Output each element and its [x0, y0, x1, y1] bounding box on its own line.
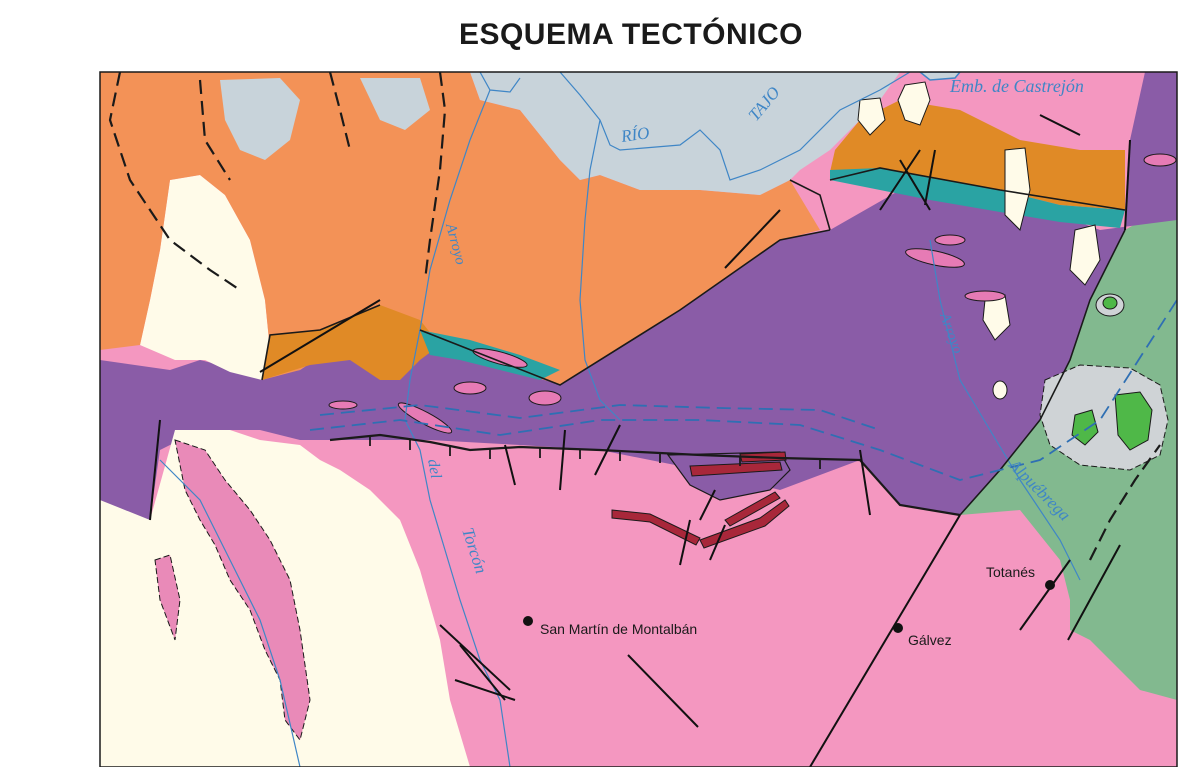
- map-frame: [99, 71, 1178, 767]
- fault: [504, 444, 516, 486]
- fault: [439, 624, 511, 691]
- dashed-fault-blue: [309, 299, 1177, 481]
- fault: [1124, 139, 1131, 231]
- fault: [724, 209, 781, 269]
- fault: [679, 519, 691, 566]
- granite-inlier-2: [154, 554, 181, 641]
- reservoir: [918, 72, 961, 81]
- town-label: San Martín de Montalbán: [540, 621, 697, 637]
- river-alpuebrega-course: [929, 239, 1081, 581]
- dike: [328, 400, 358, 410]
- river-rio-label: RÍO: [619, 123, 651, 146]
- river-arroyo-course: [404, 89, 491, 421]
- town-marker: [893, 623, 903, 633]
- granite-inlier: [174, 439, 311, 742]
- dike: [1143, 153, 1177, 167]
- dike: [453, 381, 487, 395]
- fault: [1067, 544, 1121, 641]
- fault: [594, 424, 621, 476]
- fault: [149, 419, 161, 521]
- dike: [964, 290, 1006, 302]
- alluvium-tajo: [470, 72, 900, 195]
- del-label: del: [424, 458, 444, 481]
- green-core-4: [1102, 296, 1118, 310]
- cream-patch-4: [1069, 224, 1101, 286]
- fault: [924, 149, 936, 206]
- town-marker: [523, 616, 533, 626]
- fault: [709, 524, 726, 561]
- red-dike: [611, 509, 701, 546]
- red-dike: [689, 461, 783, 477]
- fault: [1039, 114, 1081, 136]
- fault: [627, 654, 699, 728]
- dashed-fault-blue-2: [319, 404, 881, 431]
- contact-line: [959, 229, 1126, 516]
- map-title: ESQUEMA TECTÓNICO: [458, 18, 804, 51]
- cream-patch-3: [1004, 147, 1031, 231]
- schist-purple-unit: [100, 72, 1177, 520]
- river-central-course: [579, 119, 621, 421]
- orange-dark-unit: [830, 100, 1125, 210]
- teal-band: [830, 168, 1125, 228]
- red-dike: [724, 491, 781, 527]
- reservoir-label: Emb. de Castrejón: [949, 76, 1084, 96]
- cenozoic-cream-tongue: [140, 175, 270, 380]
- fault: [699, 489, 716, 521]
- fault: [459, 644, 506, 701]
- fault: [454, 679, 516, 701]
- alluvium-gray-3: [360, 78, 430, 130]
- red-dike: [699, 499, 790, 549]
- dike: [934, 234, 966, 246]
- river-west-course: [159, 459, 301, 767]
- fault: [879, 149, 921, 211]
- thrust-fault: [329, 433, 961, 517]
- dashed-contact: [328, 72, 352, 151]
- alluvium-gray-2: [220, 78, 300, 160]
- fault: [809, 514, 961, 767]
- dashed-contact: [108, 72, 241, 291]
- orange-dark-unit-2: [262, 305, 440, 380]
- green-core-2: [1071, 409, 1099, 446]
- fault: [259, 299, 381, 373]
- cenozoic-orange-unit: [100, 72, 820, 385]
- fault: [859, 449, 871, 516]
- river-tajo-course: [479, 72, 911, 181]
- dashed-contact: [1089, 444, 1161, 561]
- fault: [1019, 559, 1071, 631]
- fault: [559, 429, 566, 491]
- dashed-contact: [423, 72, 447, 281]
- green-core: [1114, 391, 1153, 451]
- cream-patch: [897, 81, 931, 126]
- dashed-contact: [198, 79, 231, 181]
- town-marker: [1045, 580, 1055, 590]
- cream-patch-2: [857, 97, 886, 136]
- thrust-ticks: [369, 436, 821, 469]
- cream-patch-6: [992, 380, 1008, 400]
- town-label: Totanés: [986, 564, 1035, 580]
- town-label: Gálvez: [908, 632, 952, 648]
- contact-line: [829, 167, 1126, 211]
- dike: [528, 390, 562, 406]
